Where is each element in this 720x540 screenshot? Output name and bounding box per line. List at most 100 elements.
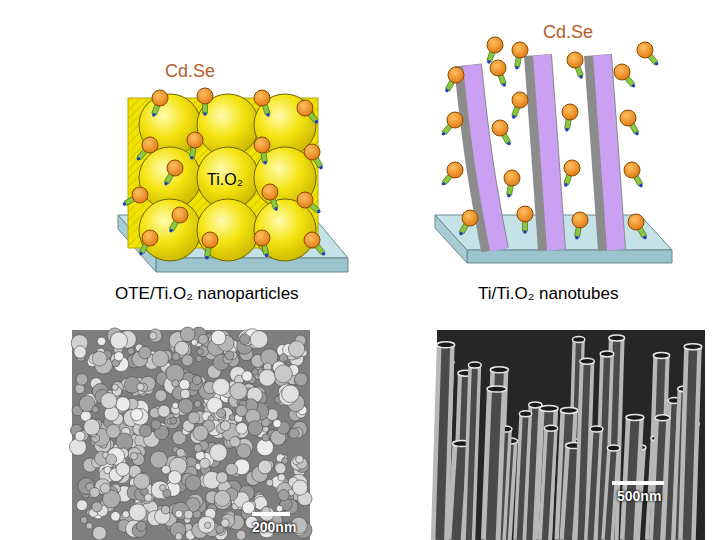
sem-grain [178, 399, 193, 414]
linker-end [137, 157, 141, 161]
sem-tube-mouth [468, 362, 481, 368]
sem-tube-mouth [655, 415, 670, 421]
quantum-dot [152, 90, 168, 106]
quantum-dot [187, 132, 203, 148]
linker-end [190, 156, 194, 160]
linker-end [442, 132, 446, 136]
cdse-dot [567, 52, 583, 79]
sem-tube [490, 367, 508, 540]
nanotube [598, 55, 616, 250]
sem-grain [240, 334, 250, 344]
sem-grain [216, 472, 227, 483]
sem-tube [655, 415, 670, 540]
cdse-dot [487, 37, 503, 64]
sem-grain [197, 348, 204, 355]
cdse-dot [572, 212, 588, 240]
sem-grain [139, 424, 152, 437]
sem-grain [158, 405, 170, 417]
sem-tube-wall [440, 345, 446, 540]
sem-tube-wall [568, 446, 574, 540]
sem-grain [278, 474, 285, 481]
sem-grain [172, 402, 178, 408]
substrate-side [435, 215, 467, 263]
sem-tube-mouth [626, 414, 644, 420]
quantum-dot [572, 212, 588, 228]
cdse-dot [442, 162, 463, 186]
sem-grain [130, 453, 137, 460]
cdse-dot [624, 162, 643, 187]
sem-grain [84, 419, 100, 435]
quantum-dot [447, 162, 463, 178]
sem-grain [192, 376, 201, 385]
sem-grain [198, 346, 209, 357]
linker-end [507, 142, 511, 146]
sem-ground [72, 330, 310, 540]
sem-grain [194, 444, 202, 452]
sem-tube-mouth [600, 351, 614, 357]
cdse-dot [123, 187, 148, 206]
sem-tube-mouth [544, 425, 557, 431]
sem-grain [80, 517, 87, 524]
sem-tube-mouth [437, 342, 455, 348]
sem-grain [175, 510, 183, 518]
sem-grain [111, 512, 121, 522]
sem-grain [92, 351, 107, 366]
panel-caption: OTE/Ti.O₂ nanoparticles [115, 284, 299, 304]
cdse-dot [517, 206, 533, 234]
sem-grain [106, 454, 117, 465]
sem-grain [193, 425, 208, 440]
sem-grain [170, 417, 177, 424]
sem-grain [176, 448, 185, 457]
linker-end [152, 113, 156, 117]
particle-grid [139, 94, 316, 261]
linker-end [139, 252, 143, 256]
cdse-dot [637, 42, 658, 66]
sem-tube-core [657, 421, 663, 540]
cdse-dot [614, 64, 635, 88]
sem-tube-core [456, 447, 462, 540]
sem-tube-wall [491, 389, 497, 540]
sem-grain [116, 397, 130, 411]
cdse-dot [139, 230, 158, 255]
linker-end [579, 75, 583, 79]
linker-end [203, 112, 207, 116]
sem-grain [106, 424, 120, 438]
sem-grain [159, 484, 166, 491]
sem-tube [544, 425, 557, 540]
sem-grain [90, 487, 100, 497]
sem-grain [76, 500, 87, 511]
quantum-dot [567, 52, 583, 68]
linker-end [655, 62, 659, 66]
cdse-dot [137, 137, 158, 161]
cdse-dot [202, 232, 218, 260]
quantum-dot [492, 120, 508, 136]
sem-texture [69, 327, 312, 540]
sem-grain [198, 334, 208, 344]
sem-grain [242, 371, 253, 382]
sem-grain [137, 383, 144, 390]
sem-tube [519, 411, 531, 540]
sem-grain [155, 390, 167, 402]
sem-tube-mouth [490, 367, 508, 373]
quantum-dot [490, 60, 506, 76]
sem-tube [468, 362, 481, 540]
quantum-dot [637, 42, 653, 58]
quantum-dot [624, 162, 640, 178]
linker-end [205, 256, 209, 260]
linker-end [632, 84, 636, 88]
cdse-dot [512, 42, 528, 70]
sem-tube-core [469, 368, 475, 540]
material-label: Cd.Se [543, 22, 593, 43]
sem-tube-wall [608, 448, 614, 540]
sem-texture [437, 335, 702, 540]
sem-grain [214, 490, 230, 506]
sem-grain [188, 412, 200, 424]
sem-grain [198, 516, 215, 533]
scale-label: 200nm [252, 519, 296, 535]
sem-grain [217, 409, 226, 418]
quantum-dot [448, 67, 464, 83]
sem-grain [136, 521, 146, 531]
cdse-dot [254, 90, 270, 117]
sem-tube [437, 342, 455, 540]
linker-end [515, 66, 519, 70]
